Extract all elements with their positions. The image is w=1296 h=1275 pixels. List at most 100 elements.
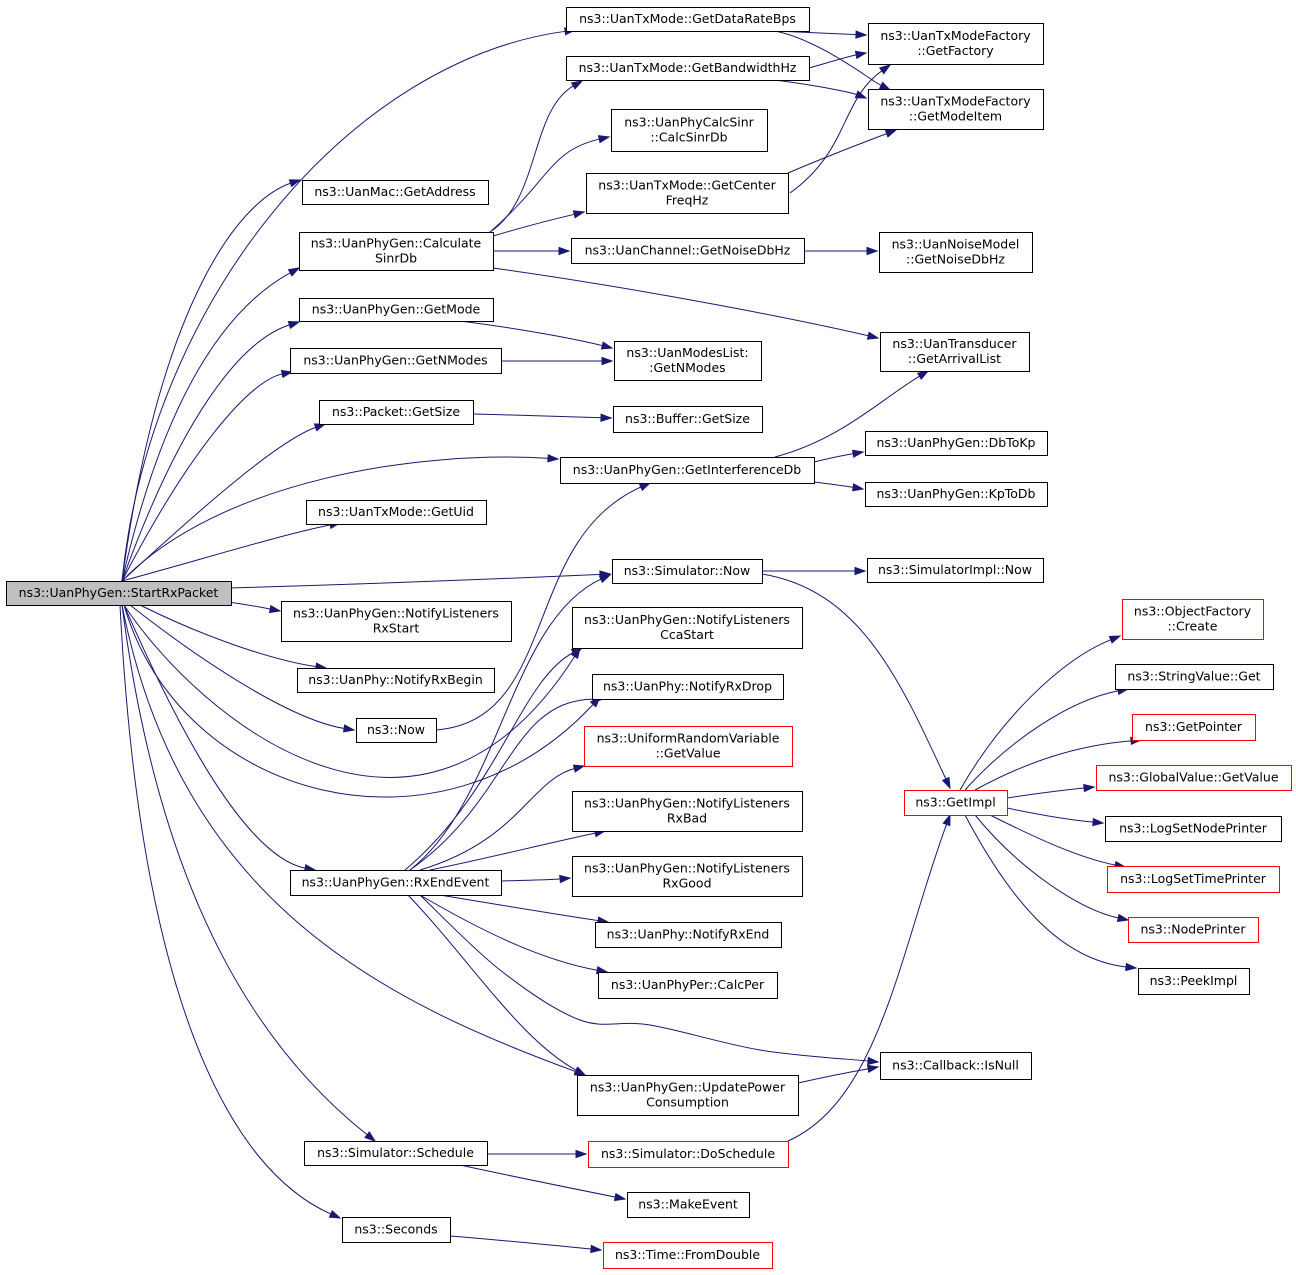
node-label: ns3::UanPhyGen::NotifyListeners	[584, 861, 790, 876]
node-getbandwidth[interactable]: ns3::UanTxMode::GetBandwidthHz	[566, 56, 810, 81]
node-label: ns3::UanPhyGen::RxEndEvent	[302, 875, 490, 890]
edge-start-to-rxendevent	[123, 604, 317, 873]
node-stringvalue[interactable]: ns3::StringValue::Get	[1115, 664, 1274, 690]
node-label: ns3::Callback::IsNull	[892, 1058, 1019, 1073]
node-simimplnow[interactable]: ns3::SimulatorImpl::Now	[867, 558, 1044, 583]
edge-getbandwidth-to-getfactory	[808, 50, 868, 69]
edge-line	[227, 573, 602, 589]
edge-line	[774, 79, 858, 96]
edge-arrowhead	[547, 454, 560, 463]
edge-line	[121, 456, 550, 582]
edge-calculatesinr-to-calcsinr	[489, 135, 611, 233]
node-box	[572, 856, 803, 897]
edge-line	[489, 138, 601, 233]
node-box	[612, 559, 763, 584]
edge-arrowhead	[364, 1131, 377, 1142]
node-globalvalue[interactable]: ns3::GlobalValue::GetValue	[1096, 765, 1292, 791]
node-nodeprinter[interactable]: ns3::NodePrinter	[1128, 917, 1259, 943]
edge-line	[121, 271, 292, 582]
edge-arrowhead	[590, 1244, 603, 1254]
node-notifyrxend[interactable]: ns3::UanPhy::NotifyRxEnd	[595, 922, 782, 948]
node-label: ns3::UanPhyGen::DbToKp	[877, 435, 1036, 450]
edge-arrowhead	[598, 574, 612, 584]
node-packetsize[interactable]: ns3::Packet::GetSize	[319, 400, 474, 425]
node-getdatarate[interactable]: ns3::UanTxMode::GetDataRateBps	[566, 7, 810, 32]
node-label: ::GetModeItem	[909, 109, 1002, 124]
edge-arrowhead	[851, 483, 865, 492]
node-label: SinrDb	[375, 251, 417, 266]
node-channelnoise[interactable]: ns3::UanChannel::GetNoiseDbHz	[571, 238, 805, 264]
node-notifyrxbegin[interactable]: ns3::UanPhy::NotifyRxBegin	[297, 668, 495, 693]
node-makeevent[interactable]: ns3::MakeEvent	[627, 1192, 750, 1218]
node-label: ns3::LogSetNodePrinter	[1119, 821, 1268, 836]
node-uniformrv[interactable]: ns3::UniformRandomVariable::GetValue	[584, 726, 793, 767]
node-seconds[interactable]: ns3::Seconds	[342, 1217, 451, 1243]
node-label: ns3::UanTxMode::GetUid	[318, 504, 474, 519]
node-label: ns3::UanTxMode::GetDataRateBps	[579, 11, 796, 26]
node-isnull[interactable]: ns3::Callback::IsNull	[880, 1052, 1032, 1080]
edge-line	[500, 878, 562, 882]
node-box	[560, 457, 815, 484]
edge-line	[489, 84, 575, 233]
node-box	[868, 89, 1044, 130]
node-objfactory[interactable]: ns3::ObjectFactory::Create	[1122, 599, 1264, 640]
node-noisemodel[interactable]: ns3::UanNoiseModel::GetNoiseDbHz	[879, 232, 1033, 273]
edge-arrowhead	[916, 370, 930, 381]
node-getnmodes[interactable]: ns3::UanPhyGen::GetNModes	[290, 348, 502, 374]
edge-line	[472, 413, 603, 419]
node-fromdouble[interactable]: ns3::Time::FromDouble	[603, 1242, 773, 1269]
node-notifyrxdrop[interactable]: ns3::UanPhy::NotifyRxDrop	[592, 674, 784, 700]
node-simnow[interactable]: ns3::Simulator::Now	[612, 559, 763, 584]
node-peekimpl[interactable]: ns3::PeekImpl	[1138, 968, 1250, 995]
node-getaddress[interactable]: ns3::UanMac::GetAddress	[302, 180, 489, 205]
node-getimpl[interactable]: ns3::GetImpl	[904, 790, 1008, 816]
node-modeslist[interactable]: ns3::UanModesList::GetNModes	[614, 341, 762, 381]
edge-getnmodes-to-modeslist	[501, 356, 614, 366]
edge-getimpl-to-peekimpl	[964, 814, 1138, 972]
node-calcper[interactable]: ns3::UanPhyPer::CalcPer	[598, 972, 778, 999]
node-box	[904, 790, 1008, 816]
edge-line	[227, 601, 272, 610]
edge-getmode-to-modeslist	[459, 320, 614, 350]
node-label: ns3::UanModesList:	[626, 345, 748, 360]
node-box	[603, 1242, 773, 1269]
node-label: ns3::UanPhyGen::GetInterferenceDb	[573, 462, 801, 477]
node-getmodeitem[interactable]: ns3::UanTxModeFactory::GetModeItem	[868, 89, 1044, 130]
node-buffersize[interactable]: ns3::Buffer::GetSize	[613, 406, 763, 433]
node-box	[566, 7, 810, 32]
node-logtimeprinter[interactable]: ns3::LogSetTimePrinter	[1107, 866, 1280, 893]
edge-simnow-to-getimpl	[761, 573, 951, 790]
node-label: ns3::UniformRandomVariable	[597, 731, 780, 746]
node-rxendevent[interactable]: ns3::UanPhyGen::RxEndEvent	[290, 870, 502, 896]
node-arrivallist[interactable]: ns3::UanTransducer::GetArrivalList	[880, 332, 1030, 372]
node-start[interactable]: ns3::UanPhyGen::StartRxPacket	[6, 581, 232, 606]
node-box	[1115, 664, 1274, 690]
node-kptodb[interactable]: ns3::UanPhyGen::KpToDb	[865, 482, 1048, 507]
node-getmode[interactable]: ns3::UanPhyGen::GetMode	[299, 298, 494, 322]
node-label: ns3::UanPhyGen::GetNModes	[303, 353, 487, 368]
node-now[interactable]: ns3::Now	[356, 718, 437, 743]
node-getpointer[interactable]: ns3::GetPointer	[1132, 714, 1256, 741]
node-schedule[interactable]: ns3::Simulator::Schedule	[304, 1141, 488, 1166]
node-box	[281, 601, 512, 642]
node-calcsinr[interactable]: ns3::UanPhyCalcSinr::CalcSinrDb	[611, 109, 768, 152]
node-dbtokp[interactable]: ns3::UanPhyGen::DbToKp	[865, 431, 1048, 456]
node-lognodeprinter[interactable]: ns3::LogSetNodePrinter	[1105, 816, 1282, 842]
node-getuid[interactable]: ns3::UanTxMode::GetUid	[306, 500, 487, 525]
node-box	[577, 1075, 799, 1116]
edge-arrowhead	[851, 449, 865, 458]
node-interference[interactable]: ns3::UanPhyGen::GetInterferenceDb	[560, 457, 815, 484]
edge-line	[459, 1164, 617, 1198]
edge-start-to-getaddress	[121, 179, 302, 582]
node-doschedule[interactable]: ns3::Simulator::DoSchedule	[588, 1141, 789, 1168]
edge-line	[121, 30, 567, 582]
node-getfactory[interactable]: ns3::UanTxModeFactory::GetFactory	[868, 23, 1044, 65]
